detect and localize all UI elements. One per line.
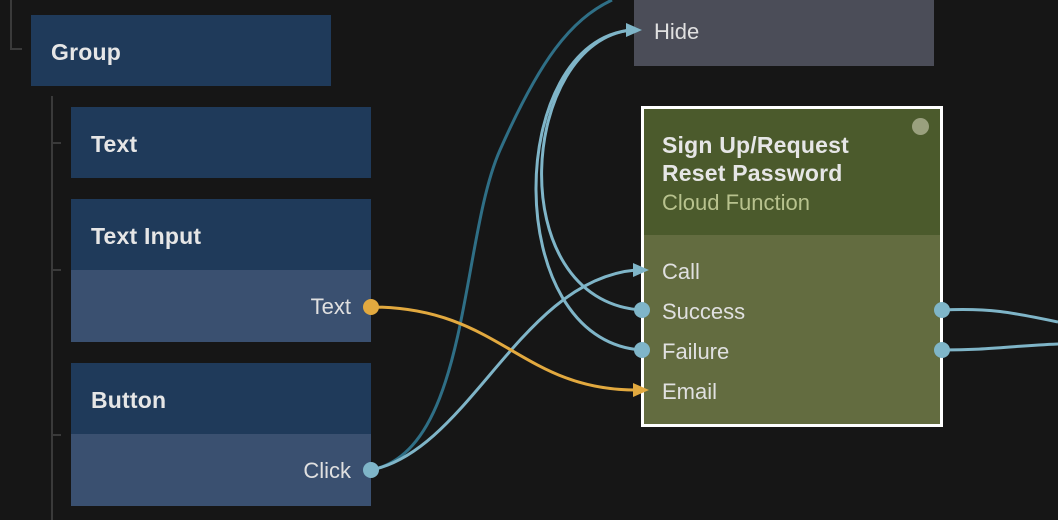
arrow-icon: [626, 23, 642, 37]
wire-failure-outgoing[interactable]: [941, 342, 1058, 352]
cloud-function-node[interactable]: Sign Up/Request Reset Password Cloud Fun…: [641, 106, 943, 427]
tree-connector: [10, 0, 12, 50]
wire-success-outgoing[interactable]: [941, 308, 1058, 324]
text-output-port-label: Text: [310, 294, 351, 319]
tree-connector: [51, 96, 53, 520]
cloud-function-subtitle: Cloud Function: [662, 190, 810, 215]
tree-connector: [51, 434, 61, 436]
success-output-port-dot[interactable]: [934, 302, 950, 318]
failure-input-port-dot[interactable]: [634, 342, 650, 358]
cloud-function-title-line2: Reset Password: [662, 160, 843, 186]
wire-click-to-offscreen[interactable]: [370, 0, 613, 472]
tree-connector: [51, 269, 61, 271]
arrow-icon: [633, 263, 649, 277]
cloud-function-node-header: [644, 109, 940, 235]
group-node-title: Group: [51, 39, 121, 65]
circle-indicator-icon: [912, 118, 929, 135]
hide-node[interactable]: Hide: [634, 0, 934, 66]
failure-output-port-dot[interactable]: [934, 342, 950, 358]
click-output-port-label: Click: [303, 458, 351, 483]
button-node[interactable]: Button Click: [71, 363, 371, 506]
wire-success-to-hide[interactable]: [540, 28, 642, 312]
button-node-title: Button: [91, 387, 167, 413]
success-port-label: Success: [662, 299, 746, 324]
button-node-header: [71, 363, 371, 434]
call-input-port-label: Call: [662, 259, 700, 284]
click-output-port-dot[interactable]: [363, 462, 379, 478]
hide-input-port-label: Hide: [654, 19, 700, 44]
text-input-node[interactable]: Text Input Text: [71, 199, 371, 342]
arrow-icon: [633, 383, 649, 397]
wire-failure-to-hide[interactable]: [534, 28, 642, 352]
text-input-node-header: [71, 199, 371, 270]
tree-connector: [10, 48, 22, 50]
failure-port-label: Failure: [662, 339, 730, 364]
wire-text-to-email[interactable]: [370, 305, 637, 392]
email-input-port-label: Email: [662, 379, 718, 404]
wire-click-to-call[interactable]: [370, 268, 637, 472]
text-input-node-title: Text Input: [91, 223, 202, 249]
cloud-function-title-line1: Sign Up/Request: [662, 132, 850, 158]
group-node[interactable]: Group: [31, 15, 331, 86]
tree-connector: [51, 142, 61, 144]
success-input-port-dot[interactable]: [634, 302, 650, 318]
text-node-title: Text: [91, 131, 138, 157]
text-node[interactable]: Text: [71, 107, 371, 178]
text-output-port-dot[interactable]: [363, 299, 379, 315]
